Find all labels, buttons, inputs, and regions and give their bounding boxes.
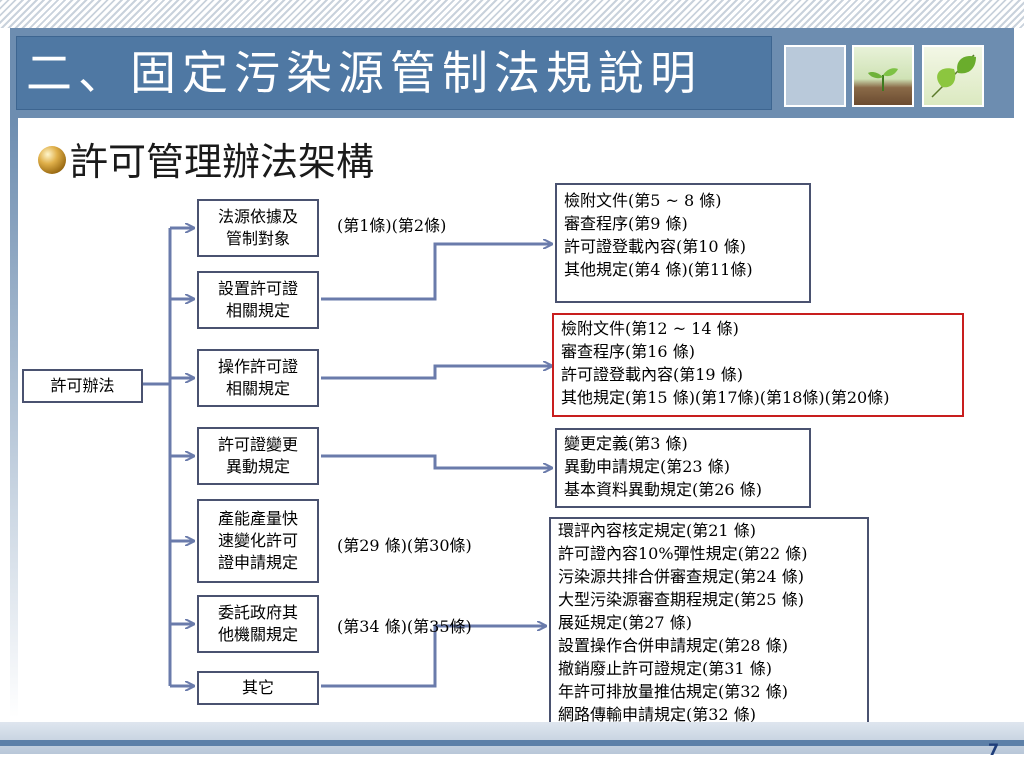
footer-band xyxy=(0,722,1024,754)
detail-line: 變更定義(第3 條) xyxy=(564,434,688,453)
detail-line: 許可證內容10%彈性規定(第22 條) xyxy=(558,544,808,563)
detail-arrow-1 xyxy=(321,244,552,301)
detail-line: 許可證登載內容(第10 條) xyxy=(564,237,746,256)
ref-articles-1-2: (第1條)(第2條) xyxy=(337,216,447,235)
detail-line: 審查程序(第16 條) xyxy=(561,342,695,361)
category-delegation: 委託政府其 他機關規定 xyxy=(197,595,319,653)
root-node: 許可辦法 xyxy=(22,369,143,403)
detail-arrow-3 xyxy=(321,454,552,468)
detail-line: 其他規定(第4 條)(第11條) xyxy=(564,260,753,279)
ref-articles-34-35: (第34 條)(第35條) xyxy=(337,617,472,636)
slide-title: 二、固定污染源管制法規說明 xyxy=(26,46,702,100)
detail-line: 基本資料異動規定(第26 條) xyxy=(564,480,762,499)
leaves-icon xyxy=(931,54,976,98)
page-number: 7 xyxy=(988,740,1000,759)
detail-installation-permit: 檢附文件(第5 ~ 8 條) 審查程序(第9 條) 許可證登載內容(第10 條)… xyxy=(555,183,811,303)
detail-operation-permit: 檢附文件(第12 ~ 14 條) 審查程序(第16 條) 許可證登載內容(第19… xyxy=(552,313,964,417)
category-other: 其它 xyxy=(197,671,319,705)
bullet-icon xyxy=(38,146,66,174)
top-hatch-band xyxy=(0,0,1024,28)
detail-line: 審查程序(第9 條) xyxy=(564,214,688,233)
detail-arrow-4 xyxy=(321,626,546,688)
detail-line: 異動申請規定(第23 條) xyxy=(564,457,730,476)
category-legal-basis: 法源依據及 管制對象 xyxy=(197,199,319,257)
detail-line: 大型污染源審查期程規定(第25 條) xyxy=(558,590,804,609)
detail-line: 撤銷廢止許可證規定(第31 條) xyxy=(558,659,772,678)
slide-subtitle: 許可管理辦法架構 xyxy=(70,140,375,184)
ref-articles-29-30: (第29 條)(第30條) xyxy=(337,536,472,555)
detail-line: 網路傳輸申請規定(第32 條) xyxy=(558,705,756,724)
detail-line: 環評內容核定規定(第21 條) xyxy=(558,521,756,540)
detail-line: 污染源共排合併審查規定(第24 條) xyxy=(558,567,804,586)
detail-line: 檢附文件(第5 ~ 8 條) xyxy=(564,191,722,210)
left-rail xyxy=(10,118,18,718)
detail-line: 許可證登載內容(第19 條) xyxy=(561,365,743,384)
detail-line: 年許可排放量推估規定(第32 條) xyxy=(558,682,788,701)
detail-other-provisions: 環評內容核定規定(第21 條) 許可證內容10%彈性規定(第22 條) 污染源共… xyxy=(549,517,869,739)
category-permit-change: 許可證變更 異動規定 xyxy=(197,427,319,485)
decor-square-blank xyxy=(784,45,846,107)
category-installation-permit: 設置許可證 相關規定 xyxy=(197,271,319,329)
detail-line: 設置操作合併申請規定(第28 條) xyxy=(558,636,788,655)
category-operation-permit: 操作許可證 相關規定 xyxy=(197,349,319,407)
detail-arrow-2 xyxy=(321,366,552,380)
category-capacity-change: 產能產量快 速變化許可 證申請規定 xyxy=(197,499,319,583)
decor-square-leaves xyxy=(922,45,984,107)
decor-square-seedling xyxy=(852,45,914,107)
seedling-icon xyxy=(868,68,898,91)
detail-permit-change: 變更定義(第3 條) 異動申請規定(第23 條) 基本資料異動規定(第26 條) xyxy=(555,428,811,508)
detail-line: 檢附文件(第12 ~ 14 條) xyxy=(561,319,739,338)
detail-line: 展延規定(第27 條) xyxy=(558,613,692,632)
detail-line: 其他規定(第15 條)(第17條)(第18條)(第20條) xyxy=(561,388,890,407)
title-panel xyxy=(16,36,772,110)
footer-line xyxy=(0,740,1024,746)
